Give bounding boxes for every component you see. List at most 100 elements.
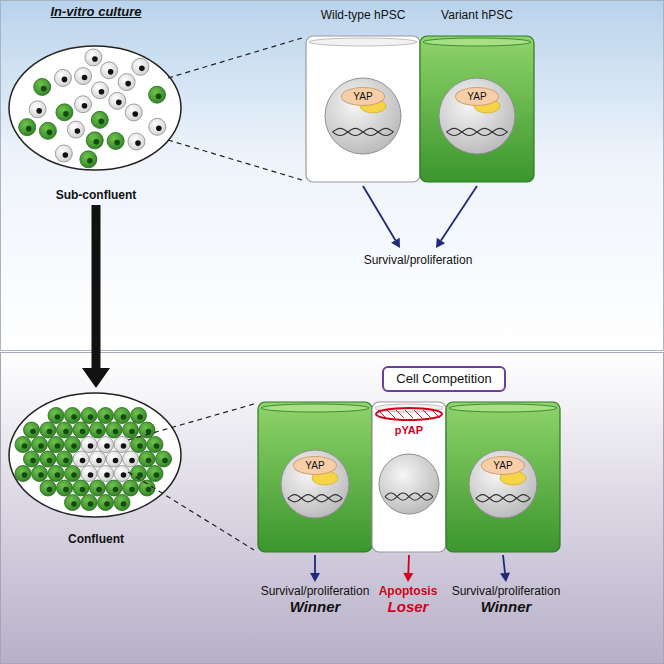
cell-top [309,38,417,46]
arrow-head [82,368,110,388]
cell-dot [114,466,130,482]
cell-nucleus-dot [96,487,102,493]
cell-dot [54,69,71,86]
cell-dot [55,145,72,162]
cell-dot [131,437,147,453]
cell-nucleus-dot [80,429,86,435]
dna-strand [288,495,342,502]
cell-nucleus-dot [62,77,68,83]
cell-nucleus-dot [104,414,110,420]
cell-nucleus-dot [104,472,110,478]
cell-nucleus-dot [22,472,28,478]
zoom-line [128,472,254,550]
cell-dot [149,86,166,103]
cell-dot [57,451,73,467]
cell-dot [125,104,142,121]
outcome-label: Survival/proliferation [348,250,488,270]
cell-body [372,402,446,552]
node-text: Loser [388,598,429,616]
connector-arrow [403,555,413,582]
cell-nucleus-dot [55,443,61,449]
cell-nucleus-dot [116,100,122,106]
yap-label: YAP [293,456,337,475]
cell-dot [156,451,172,467]
cell-dot [90,451,106,467]
cell-nucleus-dot [93,139,99,145]
cell-nucleus-dot [71,472,77,478]
actin-ring [376,408,442,420]
cell-dot [106,451,122,467]
connector-line [407,555,409,573]
cell-dot [101,62,118,79]
cell-nucleus-dot [88,443,94,449]
cell-body [420,36,534,182]
cell-dot [65,495,81,511]
cell-nucleus-dot [121,501,127,507]
zoom-line [168,140,302,180]
arrow-head [436,238,445,248]
cell-dot [75,68,92,85]
node-text: Confluent [68,532,124,546]
node-text: YAP [493,460,512,472]
cell-dot [123,480,139,496]
cell-nucleus-dot [88,472,94,478]
cell-dot [131,408,147,424]
cell-dot [114,408,130,424]
cell-nucleus-dot [30,458,36,464]
cell-nucleus-dot [129,429,135,435]
cell-nucleus-dot [82,103,88,109]
actin-fiber [423,410,431,418]
cell-dot [106,422,122,438]
cell-dot [114,495,130,511]
cell-nucleus-dot [80,458,86,464]
cell-nucleus-dot [137,472,143,478]
cell-nucleus-dot [125,81,131,87]
cell-nucleus-dot [137,443,143,449]
cell-dot [48,437,64,453]
cell-nucleus-dot [99,119,105,125]
cell-box: Variant hPSC YAP [420,8,534,182]
cell-dot [65,408,81,424]
cell-dot [24,451,40,467]
cell-nucleus-dot [154,443,160,449]
node-text: Variant hPSC [441,8,513,22]
cell-dot [106,480,122,496]
node-text: Wild-type hPSC [321,8,406,22]
cell-dot [73,451,89,467]
cell-nucleus-dot [63,152,69,158]
yap-label: YAP [341,87,385,106]
zoom-lines [128,38,302,550]
cell-dot [40,422,56,438]
cell-dot [32,466,48,482]
cell-dot [57,422,73,438]
dna-strand [333,128,394,135]
actin-fiber [387,410,395,418]
actin-fiber [432,410,440,418]
title-box: Cell Competition [382,366,506,392]
connector-line [441,186,477,240]
cell-nucleus-dot [156,126,162,132]
cell-dot [81,437,97,453]
zoom-line [168,38,302,78]
connector-line [314,555,316,573]
culture-dish-node: In-vitro cultureSub-confluent [6,4,186,202]
cell-nucleus-dot [71,414,77,420]
cell-nucleus-dot [38,472,44,478]
cell-dot [29,101,46,118]
cell-nucleus-dot [88,501,94,507]
connector-line [363,186,395,240]
cell-dot [39,122,56,139]
cell-dot [128,133,145,150]
actin-fiber [396,410,404,418]
cell-nucleus-dot [55,414,61,420]
cell-nucleus-dot [75,128,81,134]
outcome-label: Survival/proliferationWinner [253,584,377,628]
yap-label: YAP [455,87,499,106]
cell-nucleus-dot [47,458,53,464]
nucleus [325,78,401,154]
cell-dot [139,451,155,467]
cell-nucleus-dot [63,458,69,464]
cell-nucleus-dot [137,414,143,420]
cell-dot [81,466,97,482]
cell-nucleus-dot [129,458,135,464]
